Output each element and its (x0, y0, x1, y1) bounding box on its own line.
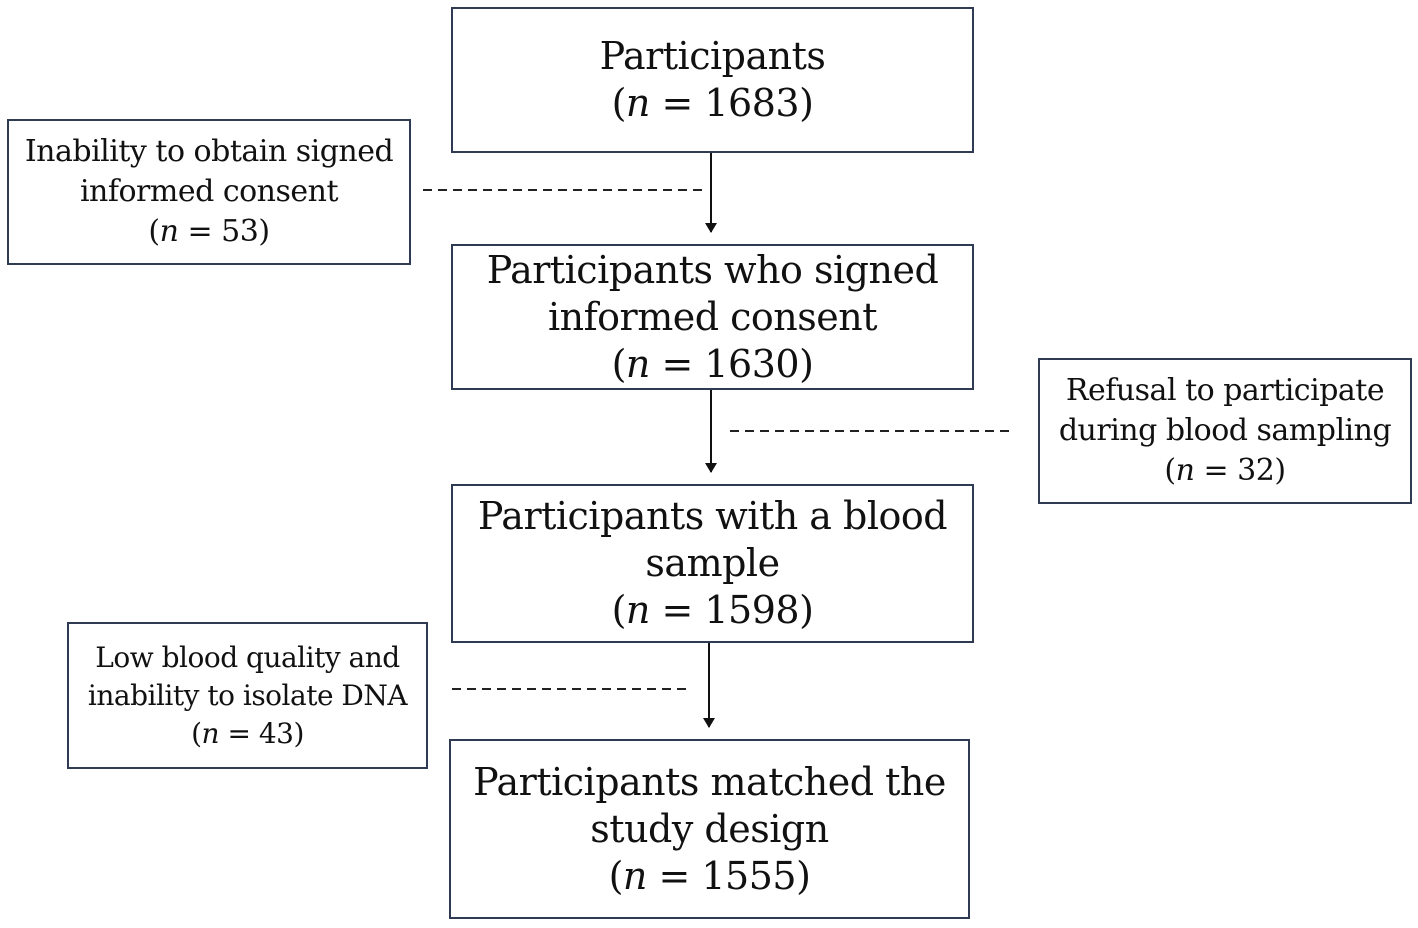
equals-sign: = (219, 716, 259, 750)
main-box-study-design: Participants matched the study design (n… (449, 739, 970, 919)
equals-sign: = (649, 81, 705, 125)
box-text-line: inability to isolate DNA (87, 678, 408, 712)
box-text-line: Refusal to participate (1065, 373, 1385, 408)
box-text-line: during blood sampling (1058, 413, 1392, 448)
n-symbol: n (625, 341, 650, 386)
box-count: (n = 43) (191, 716, 304, 750)
n-symbol: n (622, 853, 647, 898)
box-text-line: informed consent (79, 174, 339, 209)
box-text-line: study design (590, 806, 829, 851)
equals-sign: = (646, 853, 702, 898)
count-value: 1555 (701, 853, 797, 898)
equals-sign: = (1194, 453, 1238, 488)
count-value: 1683 (704, 81, 800, 125)
exclusion-box-no-consent: Inability to obtain signed informed cons… (7, 119, 411, 265)
n-symbol: n (201, 716, 220, 750)
box-count: (n = 53) (148, 214, 270, 249)
n-symbol: n (1175, 453, 1195, 488)
box-count: (n = 32) (1164, 453, 1286, 488)
box-text-line: Participants (599, 34, 826, 78)
box-text-line: Participants who signed (486, 247, 939, 292)
box-text-line: sample (645, 541, 780, 585)
box-text-line: informed consent (547, 294, 878, 339)
exclusion-box-low-quality: Low blood quality and inability to isola… (67, 622, 428, 769)
box-count: (n = 1683) (611, 81, 814, 125)
exclusion-box-refusal: Refusal to participate during blood samp… (1038, 358, 1412, 504)
box-text-line: Participants matched the (473, 759, 946, 804)
box-text-line: Participants with a blood (477, 494, 948, 538)
box-text-line: Inability to obtain signed (24, 134, 394, 169)
box-count: (n = 1630) (611, 341, 814, 386)
box-count: (n = 1598) (611, 588, 814, 632)
main-box-blood-sample: Participants with a blood sample (n = 15… (451, 484, 974, 643)
n-symbol: n (159, 214, 179, 249)
count-value: 1630 (704, 341, 800, 386)
main-box-signed-consent: Participants who signed informed consent… (451, 244, 974, 390)
count-value: 43 (258, 716, 294, 750)
equals-sign: = (649, 341, 705, 386)
equals-sign: = (178, 214, 222, 249)
count-value: 1598 (704, 588, 800, 632)
main-box-participants: Participants (n = 1683) (451, 7, 974, 153)
box-count: (n = 1555) (608, 853, 811, 898)
equals-sign: = (649, 588, 705, 632)
n-symbol: n (625, 588, 650, 632)
count-value: 32 (1237, 453, 1275, 488)
count-value: 53 (221, 214, 259, 249)
box-text-line: Low blood quality and (95, 640, 400, 674)
n-symbol: n (625, 81, 650, 125)
